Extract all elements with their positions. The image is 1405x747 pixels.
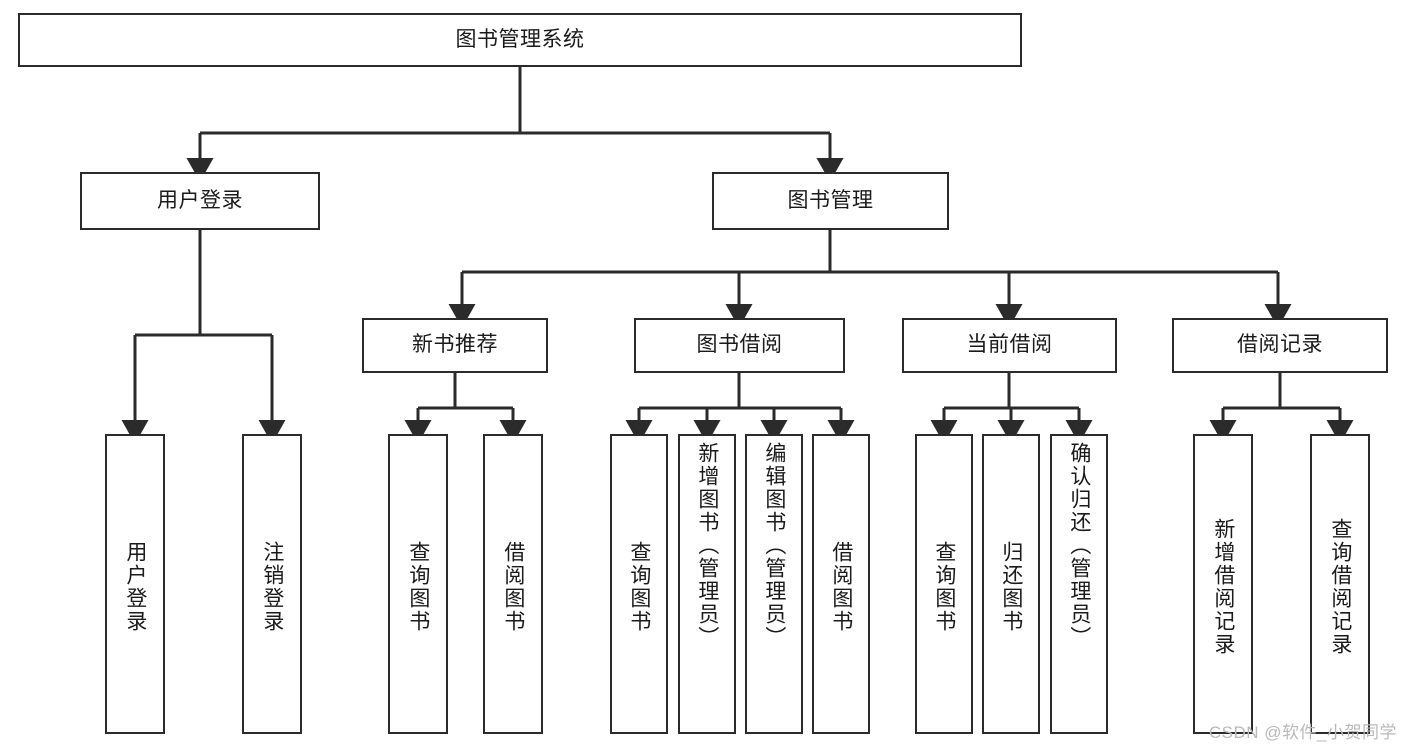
node-leaf-5[interactable]: 新增图书（管理员） — [678, 434, 736, 734]
node-label: 借阅图书 — [829, 541, 853, 633]
node-label: 图书管理 — [787, 188, 874, 212]
node-label: 确认归还（管理员） — [1067, 442, 1091, 649]
node-leaf-2[interactable]: 查询图书 — [388, 434, 448, 734]
watermark-label: CSDN @软件_小贺同学 — [1208, 723, 1397, 742]
node-leaf-10[interactable]: 确认归还（管理员） — [1050, 434, 1108, 734]
node-label: 当前借阅 — [966, 333, 1053, 357]
node-label: 注销登录 — [260, 541, 284, 633]
node-leaf-4[interactable]: 查询图书 — [610, 434, 668, 734]
node-leaf-0[interactable]: 用户登录 — [105, 434, 165, 734]
node-leaf-8[interactable]: 查询图书 — [915, 434, 973, 734]
node-label: 图书借阅 — [696, 333, 783, 357]
node-label: 用户登录 — [123, 541, 147, 633]
node-level3-3[interactable]: 借阅记录 — [1172, 318, 1388, 373]
node-label: 新增图书（管理员） — [695, 442, 719, 649]
node-leaf-6[interactable]: 编辑图书（管理员） — [745, 434, 803, 734]
node-leaf-3[interactable]: 借阅图书 — [483, 434, 543, 734]
node-label: 查询图书 — [406, 541, 430, 633]
node-leaf-1[interactable]: 注销登录 — [242, 434, 302, 734]
node-label: 查询图书 — [627, 541, 651, 633]
node-level3-2[interactable]: 当前借阅 — [902, 318, 1117, 373]
node-label: 图书管理系统 — [455, 27, 585, 51]
node-leaf-9[interactable]: 归还图书 — [982, 434, 1040, 734]
node-label: 用户登录 — [157, 188, 243, 212]
node-label: 新增借阅记录 — [1211, 518, 1235, 656]
node-root[interactable]: 图书管理系统 — [18, 13, 1022, 67]
node-level3-0[interactable]: 新书推荐 — [362, 318, 548, 373]
node-label: 归还图书 — [999, 541, 1023, 633]
node-label: 借阅记录 — [1237, 333, 1323, 357]
node-level3-1[interactable]: 图书借阅 — [634, 318, 845, 373]
node-level2-0[interactable]: 用户登录 — [80, 172, 320, 230]
node-leaf-11[interactable]: 新增借阅记录 — [1193, 434, 1253, 734]
node-label: 借阅图书 — [501, 541, 525, 633]
node-label: 新书推荐 — [412, 333, 498, 357]
node-label: 编辑图书（管理员） — [762, 442, 786, 649]
node-leaf-12[interactable]: 查询借阅记录 — [1310, 434, 1370, 734]
node-label: 查询图书 — [932, 541, 956, 633]
node-level2-1[interactable]: 图书管理 — [712, 172, 949, 230]
node-leaf-7[interactable]: 借阅图书 — [812, 434, 870, 734]
node-label: 查询借阅记录 — [1328, 518, 1352, 656]
